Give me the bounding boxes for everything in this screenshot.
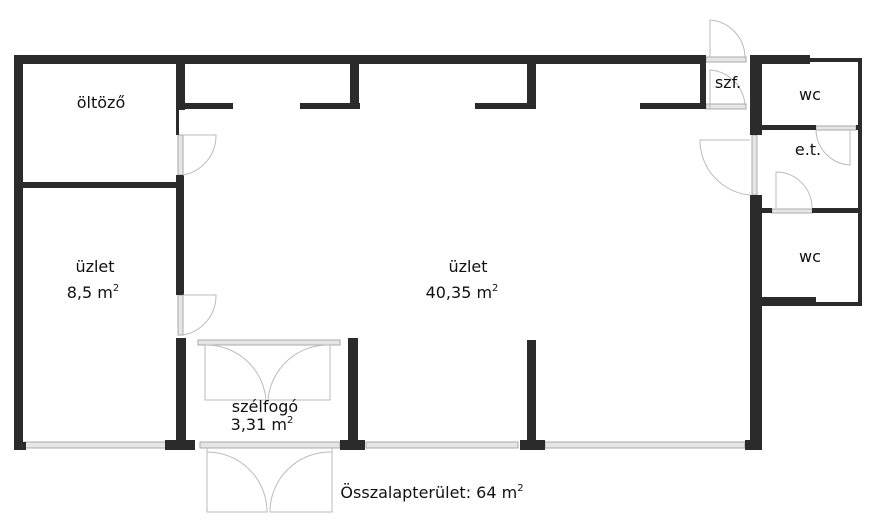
room-uzlet-small-name: üzlet	[75, 257, 114, 276]
windows	[22, 56, 857, 449]
room-wc1-label: wc	[799, 85, 821, 104]
room-szf-label: szf.	[715, 73, 741, 92]
room-uzlet-main-name: üzlet	[448, 257, 487, 276]
room-labels: öltöző üzlet 8,5 m2 üzlet 40,35 m2 szélf…	[67, 73, 821, 502]
walls	[14, 55, 862, 450]
room-szelfogo-name: szélfogó	[232, 397, 298, 416]
room-et-label: e.t.	[795, 140, 821, 159]
room-oltozo-label: öltöző	[77, 93, 125, 112]
door-swings	[182, 19, 851, 513]
room-wc2-label: wc	[799, 247, 821, 266]
room-uzlet-small-area: 8,5 m2	[67, 283, 120, 302]
room-szelfogo-area: 23,31 m2	[231, 415, 294, 434]
total-area-label: Összalapterület: 64 m2	[340, 483, 523, 502]
room-uzlet-main-area: 40,35 m2	[426, 283, 499, 302]
